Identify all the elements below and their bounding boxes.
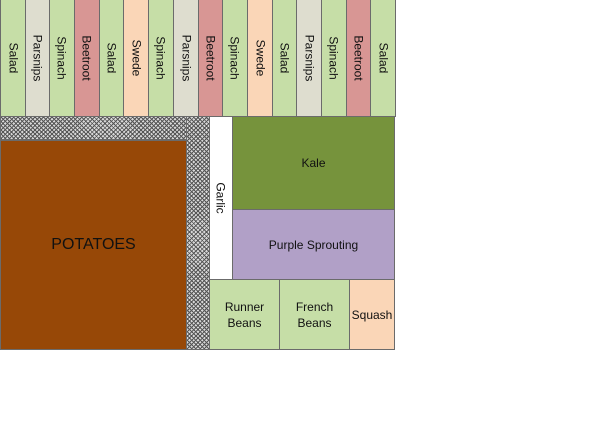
- bed-kale-label: Kale: [301, 156, 326, 170]
- path-horizontal: [0, 116, 210, 140]
- strip-parsnips: Parsnips: [25, 0, 50, 117]
- strip-spinach: Spinach: [148, 0, 174, 117]
- path-vertical: [186, 116, 210, 350]
- strip-parsnips: Parsnips: [296, 0, 322, 117]
- strip-label: Parsnips: [30, 34, 45, 82]
- strip-salad: Salad: [370, 0, 396, 117]
- bed-squash: Squash: [349, 279, 395, 350]
- strip-label: Beetroot: [203, 35, 218, 81]
- bed-runner-beans: Runner Beans: [209, 279, 280, 350]
- strip-spinach: Spinach: [321, 0, 347, 117]
- bed-potatoes: POTATOES: [0, 140, 187, 350]
- strip-label: Salad: [277, 42, 292, 74]
- bed-garlic: Garlic: [209, 116, 233, 280]
- strip-beetroot: Beetroot: [346, 0, 371, 117]
- strip-salad: Salad: [0, 0, 26, 117]
- strip-label: Spinach: [154, 36, 168, 80]
- strip-label: Salad: [104, 42, 119, 74]
- strip-label: Beetroot: [80, 35, 94, 81]
- strip-label: Beetroot: [351, 35, 366, 81]
- strip-parsnips: Parsnips: [173, 0, 199, 117]
- strip-label: Parsnips: [302, 34, 316, 82]
- strip-label: Swede: [253, 39, 268, 77]
- strip-label: Spinach: [327, 36, 341, 80]
- strip-label: Salad: [6, 42, 21, 74]
- bed-french-beans: French Beans: [279, 279, 350, 350]
- strip-label: Spinach: [228, 36, 242, 80]
- bed-french-beans-label: French Beans: [295, 299, 334, 330]
- strip-label: Swede: [129, 39, 144, 77]
- strip-label: Parsnips: [179, 34, 193, 82]
- strip-salad: Salad: [99, 0, 124, 117]
- strip-spinach: Spinach: [49, 0, 75, 117]
- bed-potatoes-label: POTATOES: [51, 236, 136, 253]
- bed-purple-sprouting-label: Purple Sprouting: [268, 237, 359, 252]
- bed-garlic-label: Garlic: [214, 182, 228, 214]
- strip-swede: Swede: [247, 0, 273, 117]
- strip-swede: Swede: [123, 0, 149, 117]
- bed-runner-beans-label: Runner Beans: [224, 299, 265, 330]
- strip-label: Spinach: [55, 36, 69, 80]
- bed-purple-sprouting: Purple Sprouting: [232, 209, 395, 280]
- strip-spinach: Spinach: [222, 0, 248, 117]
- bed-squash-label: Squash: [351, 307, 393, 322]
- strip-beetroot: Beetroot: [198, 0, 223, 117]
- bed-kale: Kale: [232, 116, 395, 210]
- strip-beetroot: Beetroot: [74, 0, 100, 117]
- strip-salad: Salad: [272, 0, 297, 117]
- strip-label: Salad: [376, 42, 391, 74]
